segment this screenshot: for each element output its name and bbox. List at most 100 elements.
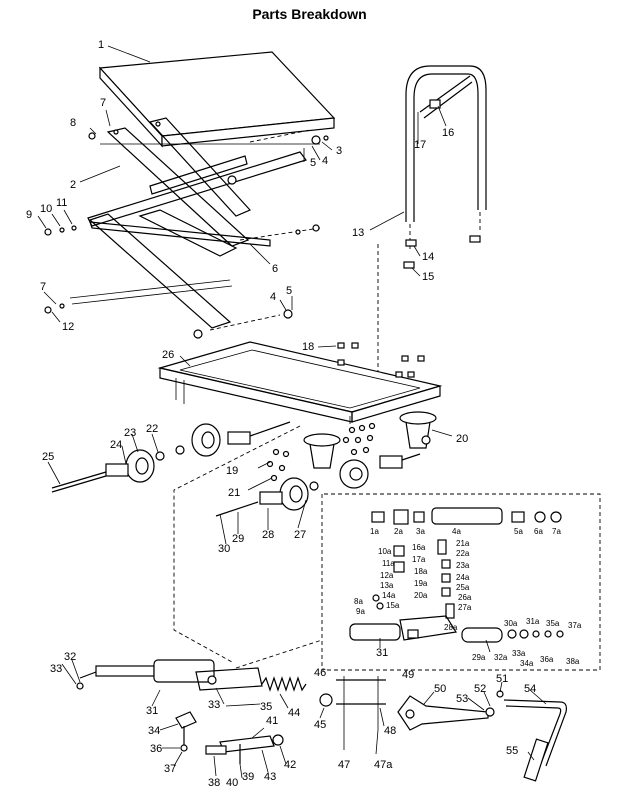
table-top xyxy=(98,51,336,148)
label-20a: 20a xyxy=(414,591,428,600)
label-18: 18 xyxy=(302,341,314,353)
label-6: 6 xyxy=(272,263,278,275)
label-19a: 19a xyxy=(414,579,428,588)
label-1: 1 xyxy=(98,39,104,51)
label-5b: 5 xyxy=(286,285,292,297)
dashed-leaders xyxy=(173,244,601,671)
label-16: 16 xyxy=(442,127,454,139)
label-26: 26 xyxy=(162,349,174,361)
lift-cylinder xyxy=(76,659,263,691)
bolt-grid xyxy=(266,422,376,482)
page-title: Parts Breakdown xyxy=(252,6,367,22)
label-4a: 4a xyxy=(452,527,461,536)
label-7b: 7 xyxy=(40,281,46,293)
scissor-hardware xyxy=(44,121,329,339)
label-24: 24 xyxy=(110,439,122,451)
label-30a: 30a xyxy=(504,619,518,628)
foot-pedal xyxy=(319,676,504,731)
label-46: 46 xyxy=(314,667,326,679)
label-9a: 9a xyxy=(356,607,365,616)
label-43: 43 xyxy=(264,771,276,783)
bolts-group-18 xyxy=(337,342,425,378)
label-17: 17 xyxy=(414,139,426,151)
label-48: 48 xyxy=(384,725,396,737)
label-24a: 24a xyxy=(456,573,470,582)
label-5a: 5a xyxy=(514,527,523,536)
label-14: 14 xyxy=(422,251,434,263)
label-6a: 6a xyxy=(534,527,543,536)
label-33b: 33 xyxy=(208,699,220,711)
label-42: 42 xyxy=(284,759,296,771)
label-37: 37 xyxy=(164,763,176,775)
label-9: 9 xyxy=(26,209,32,221)
label-23a: 23a xyxy=(456,561,470,570)
label-26a: 26a xyxy=(458,593,472,602)
pump-labels: 1a 2a 3a 4a 5a 6a 7a 8a 9a 10a 11a 12a 1… xyxy=(354,527,582,668)
label-47a: 47a xyxy=(374,759,393,771)
label-21a: 21a xyxy=(456,539,470,548)
label-30: 30 xyxy=(218,543,230,555)
label-8a: 8a xyxy=(354,597,363,606)
label-2a: 2a xyxy=(394,527,403,536)
label-29a: 29a xyxy=(472,653,486,662)
label-7a: 7a xyxy=(552,527,561,536)
label-36: 36 xyxy=(150,743,162,755)
spring-44 xyxy=(261,676,307,692)
label-34a: 34a xyxy=(520,659,534,668)
label-40: 40 xyxy=(226,777,238,789)
label-31: 31 xyxy=(146,705,158,717)
scissor-arms xyxy=(69,117,321,331)
label-7: 7 xyxy=(100,97,106,109)
wheel-assemblies xyxy=(51,421,421,517)
release-handle xyxy=(503,699,567,782)
pedal-linkage xyxy=(175,711,284,764)
label-11a: 11a xyxy=(382,559,395,568)
label-52: 52 xyxy=(474,683,486,695)
label-1a: 1a xyxy=(370,527,379,536)
label-35: 35 xyxy=(260,701,272,713)
label-17a: 17a xyxy=(412,555,426,564)
label-12a: 12a xyxy=(380,571,394,580)
label-11: 11 xyxy=(56,197,67,209)
label-34: 34 xyxy=(148,725,160,737)
leader-lines xyxy=(37,45,547,779)
label-25a: 25a xyxy=(456,583,470,592)
caster-19 xyxy=(303,433,341,469)
label-32a: 32a xyxy=(494,653,508,662)
part-labels: 1 2 3 4 4 5 5 6 7 7 8 9 10 11 12 13 14 1… xyxy=(26,39,536,789)
label-47: 47 xyxy=(338,759,350,771)
label-15a: 15a xyxy=(386,601,400,610)
label-12: 12 xyxy=(62,321,74,333)
caster-20 xyxy=(399,411,437,449)
label-38: 38 xyxy=(208,777,220,789)
label-38a: 38a xyxy=(566,657,580,666)
label-31a: 31a xyxy=(526,617,540,626)
label-2: 2 xyxy=(70,179,76,191)
label-45: 45 xyxy=(314,719,326,731)
label-13: 13 xyxy=(352,227,364,239)
label-37a: 37a xyxy=(568,621,582,630)
label-35a: 35a xyxy=(546,619,560,628)
label-33: 33 xyxy=(50,663,62,675)
label-54: 54 xyxy=(524,683,536,695)
label-22: 22 xyxy=(146,423,158,435)
label-55: 55 xyxy=(506,745,518,757)
label-53: 53 xyxy=(456,693,468,705)
label-33a: 33a xyxy=(512,649,526,658)
label-16a: 16a xyxy=(412,543,426,552)
label-44: 44 xyxy=(288,707,300,719)
label-23: 23 xyxy=(124,427,136,439)
label-28: 28 xyxy=(262,529,274,541)
label-5: 5 xyxy=(310,157,316,169)
label-32: 32 xyxy=(64,651,76,663)
label-25: 25 xyxy=(42,451,54,463)
label-31b: 31 xyxy=(376,647,388,659)
push-handle xyxy=(403,65,487,269)
label-39: 39 xyxy=(242,771,254,783)
label-10: 10 xyxy=(40,203,52,215)
label-50: 50 xyxy=(434,683,446,695)
label-41: 41 xyxy=(266,715,278,727)
label-4b: 4 xyxy=(270,291,276,303)
label-22a: 22a xyxy=(456,549,470,558)
